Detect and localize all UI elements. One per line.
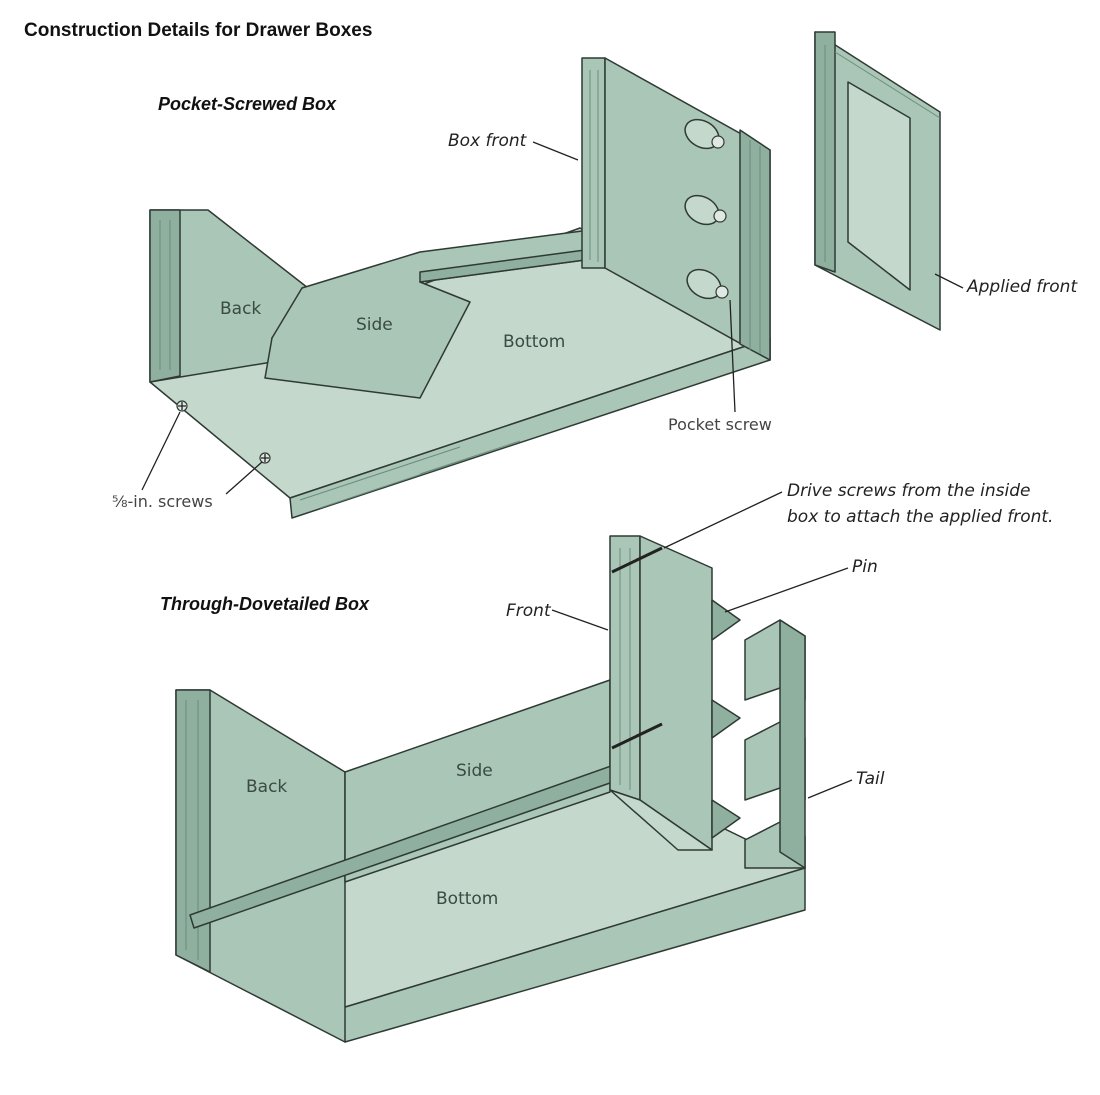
dovetail-box-front [609,535,741,851]
label-drive-note-1: Drive screws from the inside [787,481,1031,501]
label-screws: ⅝-in. screws [112,492,213,511]
dovetail-box-subtitle: Through-Dovetailed Box [160,594,370,614]
label-side: Side [356,315,393,335]
label-front: Front [506,601,552,621]
page-title: Construction Details for Drawer Boxes [24,20,373,41]
pocket-box-back-edge [149,209,181,383]
label-applied-front: Applied front [966,277,1078,297]
pocket-screwed-box: Box front Applied front Back Side Bottom… [112,31,1078,519]
through-dovetailed-box: Drive screws from the inside box to atta… [175,481,1053,1043]
label-drive-note-2: box to attach the applied front. [787,507,1053,527]
dovetail-box-side-panel [344,679,611,883]
pocket-box-bottom-screws [176,400,271,464]
pocket-box-front [581,57,771,361]
label-pocket-screw: Pocket screw [668,415,772,434]
pocket-holes [684,118,729,300]
applied-front-panel [814,31,941,331]
label-box-front: Box front [448,131,528,151]
pocket-box-side-panel [264,229,591,399]
label-dovetail-bottom: Bottom [436,889,498,909]
dovetail-tails [744,619,806,869]
label-back: Back [220,299,261,319]
label-bottom: Bottom [503,332,565,352]
label-pin: Pin [852,557,878,577]
label-dovetail-back: Back [246,777,287,797]
pocket-box-subtitle: Pocket-Screwed Box [158,94,337,114]
front-attach-screws [611,546,663,750]
label-tail: Tail [856,769,885,789]
label-dovetail-side: Side [456,761,493,781]
